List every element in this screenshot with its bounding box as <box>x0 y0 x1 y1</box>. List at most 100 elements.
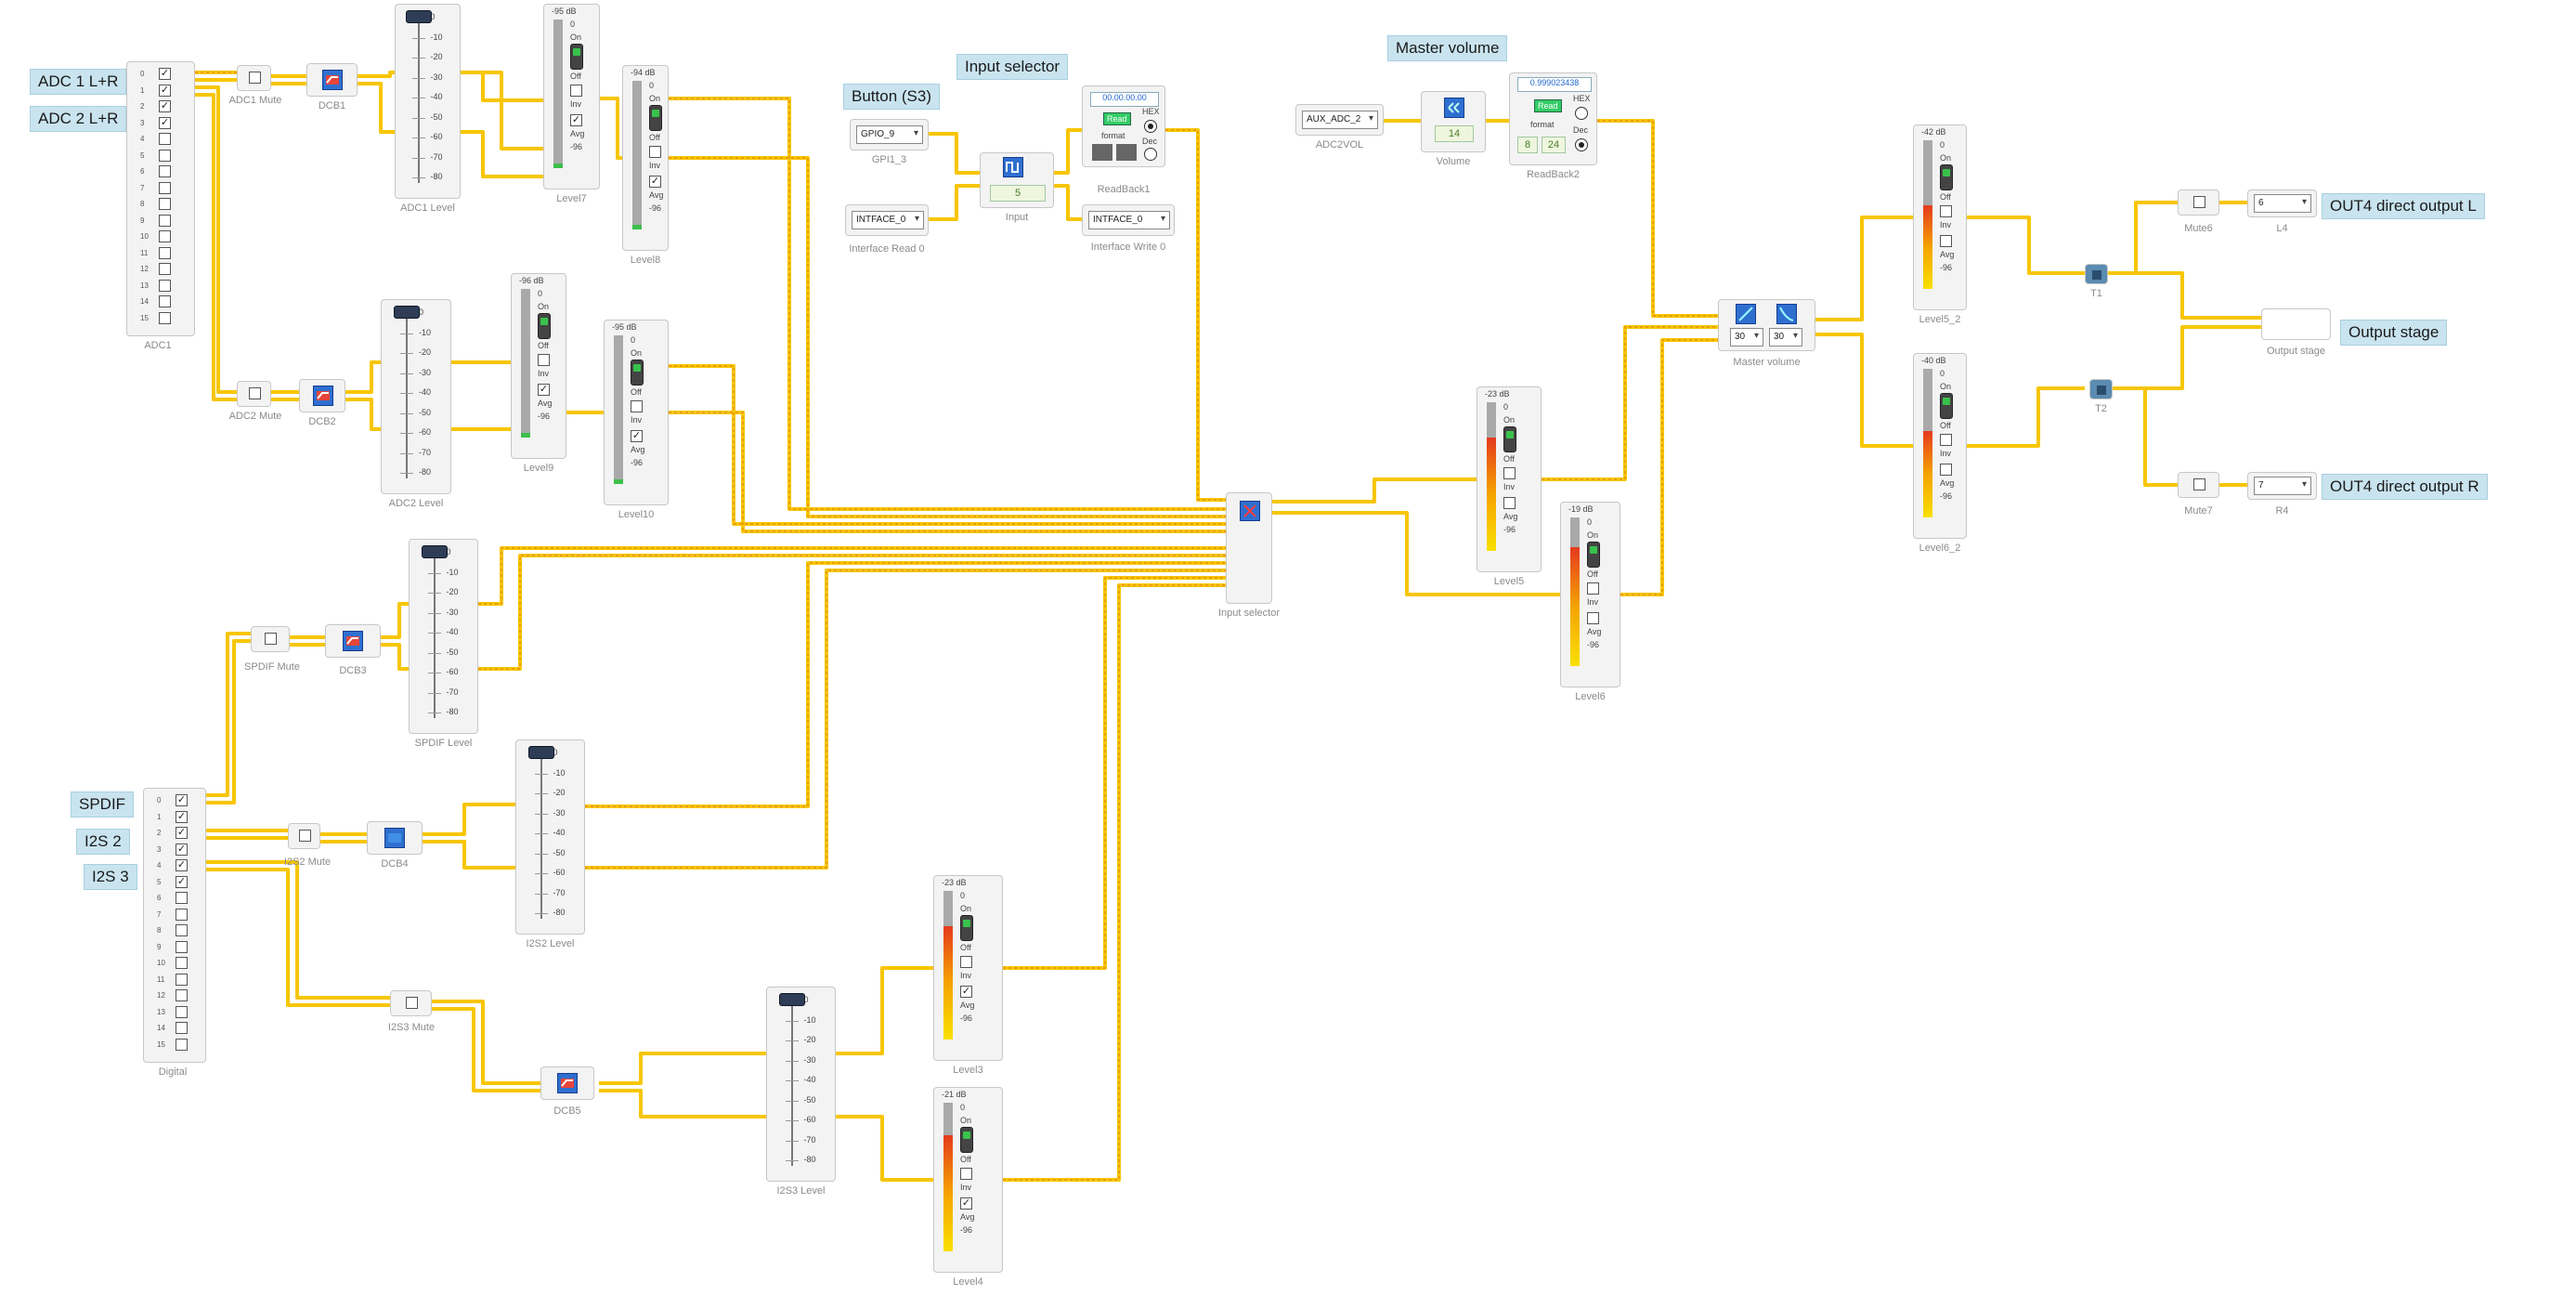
average-checkbox[interactable] <box>1587 612 1599 624</box>
average-checkbox[interactable]: ✓ <box>631 430 643 442</box>
l4-block[interactable]: 6▾ <box>2247 190 2317 217</box>
master-volume-left-dropdown[interactable]: 30▾ <box>1730 328 1763 347</box>
invert-checkbox[interactable] <box>960 1168 972 1180</box>
mute6-block[interactable] <box>2178 190 2219 216</box>
channel-checkbox[interactable]: ✓ <box>176 859 188 871</box>
invert-checkbox[interactable] <box>538 354 550 366</box>
adc2vol-dropdown[interactable]: AUX_ADC_2▾ <box>1302 111 1378 129</box>
on-off-switch[interactable] <box>1503 426 1516 452</box>
r4-dropdown[interactable]: 7▾ <box>2254 477 2311 495</box>
readback1-hex-radio[interactable] <box>1144 120 1157 133</box>
invert-checkbox[interactable] <box>1940 205 1952 217</box>
average-checkbox[interactable]: ✓ <box>538 384 550 396</box>
adc2-mute-block[interactable] <box>237 381 271 407</box>
channel-checkbox[interactable]: ✓ <box>176 810 188 823</box>
on-off-switch[interactable] <box>1587 542 1600 568</box>
channel-checkbox[interactable] <box>176 892 188 904</box>
channel-checkbox[interactable] <box>159 279 171 292</box>
channel-checkbox[interactable] <box>159 214 171 227</box>
gpio-dropdown[interactable]: GPIO_9▾ <box>856 125 923 144</box>
i2s3-mute-block[interactable] <box>390 990 432 1016</box>
adc1-mute-checkbox[interactable] <box>249 72 261 84</box>
output-stage-block[interactable] <box>2261 308 2331 340</box>
spdif-level-block[interactable]: 0-10-20-30-40-50-60-70-80 <box>409 539 478 734</box>
i2s2-level-block[interactable]: 0-10-20-30-40-50-60-70-80 <box>515 739 585 935</box>
invert-checkbox[interactable] <box>1587 582 1599 595</box>
channel-checkbox[interactable] <box>176 989 188 1001</box>
average-checkbox[interactable] <box>1503 497 1516 509</box>
readback2-field-2[interactable]: 24 <box>1542 137 1566 153</box>
channel-checkbox[interactable]: ✓ <box>176 794 188 806</box>
channel-checkbox[interactable] <box>176 973 188 986</box>
channel-checkbox[interactable] <box>176 1022 188 1034</box>
channel-checkbox[interactable] <box>176 1038 188 1051</box>
fader-handle[interactable] <box>527 746 554 759</box>
channel-checkbox[interactable] <box>159 133 171 145</box>
volume-block[interactable]: 14 <box>1421 91 1486 152</box>
readback2-read-button[interactable]: Read <box>1534 99 1562 112</box>
dcb4-block[interactable] <box>367 821 423 855</box>
average-checkbox[interactable]: ✓ <box>960 986 972 998</box>
mute7-checkbox[interactable] <box>2193 478 2205 490</box>
channel-checkbox[interactable] <box>159 263 171 275</box>
adc2-level-block[interactable]: 0-10-20-30-40-50-60-70-80 <box>381 299 451 494</box>
invert-checkbox[interactable] <box>631 400 643 412</box>
channel-checkbox[interactable] <box>159 198 171 210</box>
on-off-switch[interactable] <box>960 1127 973 1153</box>
invert-checkbox[interactable] <box>570 85 582 97</box>
on-off-switch[interactable] <box>631 360 644 386</box>
mute7-block[interactable] <box>2178 472 2219 498</box>
on-off-switch[interactable] <box>570 44 583 70</box>
readback1-read-button[interactable]: Read <box>1103 112 1131 125</box>
channel-checkbox[interactable] <box>159 230 171 242</box>
dcb5-block[interactable] <box>540 1066 594 1100</box>
adc1-mute-block[interactable] <box>237 65 271 91</box>
channel-checkbox[interactable]: ✓ <box>159 100 171 112</box>
dcb2-block[interactable] <box>299 379 345 412</box>
readback2-dec-radio[interactable] <box>1575 138 1588 151</box>
fader-handle[interactable] <box>394 306 420 319</box>
channel-checkbox[interactable] <box>159 246 171 259</box>
on-off-switch[interactable] <box>1940 393 1953 419</box>
i2s2-mute-block[interactable] <box>288 823 320 849</box>
adc1-level-block[interactable]: 0-10-20-30-40-50-60-70-80 <box>395 4 461 199</box>
interface-write-block[interactable]: INTFACE_0▾ <box>1082 204 1175 236</box>
t1-block[interactable] <box>2085 264 2108 284</box>
master-volume-right-dropdown[interactable]: 30▾ <box>1769 328 1802 347</box>
invert-checkbox[interactable] <box>1940 434 1952 446</box>
dcb1-block[interactable] <box>306 63 358 97</box>
channel-checkbox[interactable] <box>176 1005 188 1018</box>
i2s3-mute-checkbox[interactable] <box>406 997 418 1009</box>
l4-dropdown[interactable]: 6▾ <box>2254 194 2311 213</box>
fader-handle[interactable] <box>778 993 805 1006</box>
on-off-switch[interactable] <box>960 915 973 941</box>
channel-checkbox[interactable] <box>159 149 171 162</box>
i2s2-mute-checkbox[interactable] <box>299 830 311 842</box>
interface-read-dropdown[interactable]: INTFACE_0▾ <box>852 211 924 229</box>
input-selector-block[interactable] <box>1226 492 1272 604</box>
volume-value-field[interactable]: 14 <box>1435 125 1474 142</box>
channel-checkbox[interactable]: ✓ <box>159 68 171 80</box>
channel-checkbox[interactable]: ✓ <box>159 84 171 97</box>
readback1-block[interactable]: 00.00.00.00 Read format HEX Dec <box>1082 85 1165 167</box>
channel-checkbox[interactable] <box>176 908 188 921</box>
i2s3-level-block[interactable]: 0-10-20-30-40-50-60-70-80 <box>766 987 836 1182</box>
channel-checkbox[interactable]: ✓ <box>176 827 188 839</box>
readback1-dec-radio[interactable] <box>1144 148 1157 161</box>
input-block[interactable]: 5 <box>980 152 1054 208</box>
readback2-hex-radio[interactable] <box>1575 107 1588 120</box>
average-checkbox[interactable]: ✓ <box>960 1197 972 1210</box>
invert-checkbox[interactable] <box>1503 467 1516 479</box>
mute6-checkbox[interactable] <box>2193 196 2205 208</box>
master-volume-block[interactable]: 30▾ 30▾ <box>1718 299 1815 351</box>
on-off-switch[interactable] <box>538 313 551 339</box>
average-checkbox[interactable]: ✓ <box>570 114 582 126</box>
